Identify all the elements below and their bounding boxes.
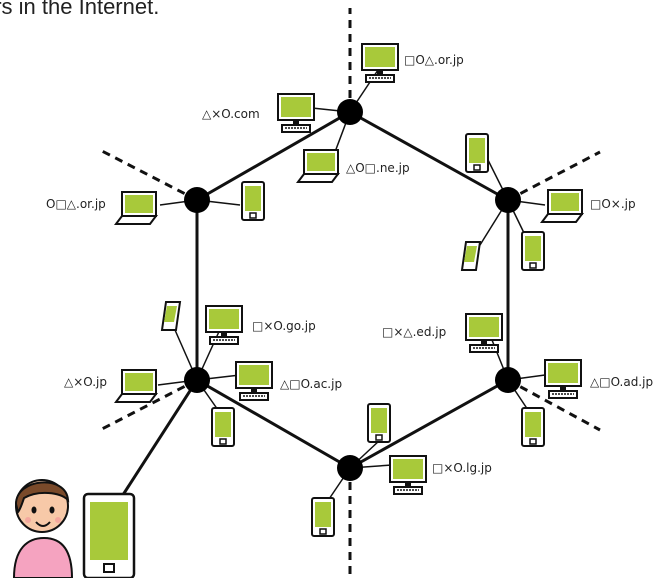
tablet-icon — [367, 403, 391, 443]
host-label: △□O.ad.jp — [590, 375, 653, 389]
router-node-lower-left — [184, 367, 210, 393]
desktop-icon — [235, 361, 273, 401]
router-node-upper-left — [184, 187, 210, 213]
laptop-icon — [541, 189, 583, 223]
desktop-icon — [205, 305, 243, 345]
host-label: △×O.com — [202, 107, 260, 121]
desktop-icon — [277, 93, 315, 133]
tablet-icon — [241, 181, 265, 221]
router-node-upper-right — [495, 187, 521, 213]
desktop-icon — [465, 313, 503, 353]
person-illustration — [12, 479, 74, 579]
host-label: □×O.go.jp — [252, 319, 316, 333]
router-node-bottom — [337, 455, 363, 481]
laptop-icon — [297, 149, 339, 183]
host-label: □×O.lg.jp — [432, 461, 492, 475]
phone-icon — [461, 241, 481, 271]
tablet-icon — [211, 407, 235, 447]
large-tablet-icon — [82, 492, 136, 580]
host-label: O□△.or.jp — [46, 197, 106, 211]
router-nodes — [184, 99, 521, 481]
tablet-icon — [465, 133, 489, 173]
host-label: △□O.ac.jp — [280, 377, 342, 391]
desktop-icon — [361, 43, 399, 83]
host-label: □×△.ed.jp — [382, 325, 446, 339]
outer-dashed-links — [99, 8, 601, 575]
tablet-icon — [521, 231, 545, 271]
laptop-icon — [115, 369, 157, 403]
tablet-icon — [521, 407, 545, 447]
tablet-icon — [311, 497, 335, 537]
caption-text: ers in the Internet. — [0, 0, 160, 19]
host-label: □O×.jp — [590, 197, 636, 211]
host-label: □O△.or.jp — [404, 53, 464, 67]
desktop-icon — [389, 455, 427, 495]
host-label: △O□.ne.jp — [346, 161, 410, 175]
router-node-lower-right — [495, 367, 521, 393]
host-label: △×O.jp — [64, 375, 107, 389]
laptop-icon — [115, 191, 157, 225]
desktop-icon — [544, 359, 582, 399]
router-node-top — [337, 99, 363, 125]
phone-icon — [161, 301, 181, 331]
